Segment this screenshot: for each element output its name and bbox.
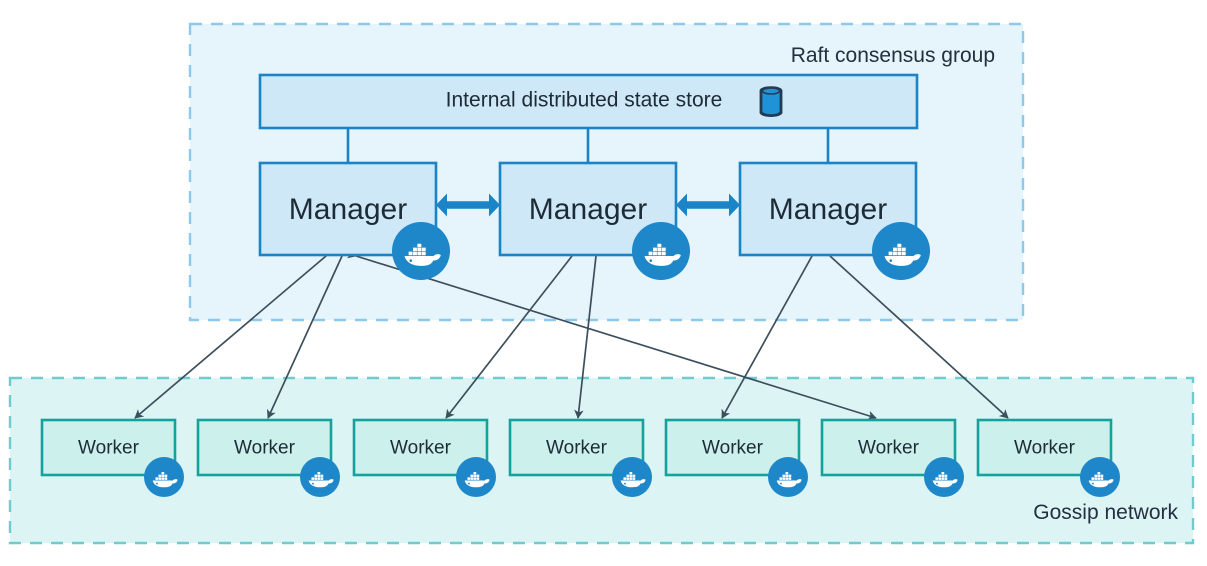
manager-worker-link (266, 246, 350, 419)
manager-node[interactable]: Manager (258, 161, 450, 280)
docker-whale-icon (456, 457, 496, 497)
worker-node[interactable]: Worker (820, 418, 964, 497)
worker-label: Worker (1014, 438, 1076, 459)
docker-whale-icon (768, 457, 808, 497)
docker-whale-icon (300, 457, 340, 497)
worker-label: Worker (390, 438, 452, 459)
worker-box[interactable] (976, 418, 1113, 477)
manager-worker-link-group (134, 246, 1009, 421)
docker-whale-icon (632, 222, 690, 280)
worker-node[interactable]: Worker (196, 418, 340, 497)
worker-node[interactable]: Worker (40, 418, 184, 497)
worker-node[interactable]: Worker (352, 418, 496, 497)
state-store-label: Internal distributed state store (446, 89, 723, 112)
manager-peer-arrow (676, 193, 740, 217)
worker-label: Worker (702, 438, 764, 459)
worker-label: Worker (546, 438, 608, 459)
manager-peer-arrow (436, 193, 500, 217)
state-store-box[interactable] (258, 73, 919, 130)
manager-peer-link-group (436, 193, 740, 217)
manager-worker-link (445, 246, 581, 419)
manager-worker-link (574, 247, 602, 419)
manager-worker-link (721, 246, 821, 419)
manager-node-group: Manager Manager Manager (258, 161, 930, 280)
worker-node[interactable]: Worker (976, 418, 1120, 497)
worker-label: Worker (78, 438, 140, 459)
worker-label: Worker (858, 438, 920, 459)
docker-whale-icon (872, 222, 930, 280)
docker-whale-icon (1080, 457, 1120, 497)
manager-label: Manager (529, 193, 647, 226)
manager-label: Manager (289, 193, 407, 226)
database-cylinder-icon (758, 85, 784, 118)
worker-label: Worker (234, 438, 296, 459)
manager-node[interactable]: Manager (498, 161, 690, 280)
docker-whale-icon (924, 457, 964, 497)
manager-worker-link (820, 247, 1009, 419)
manager-node[interactable]: Manager (738, 161, 930, 280)
docker-whale-icon (612, 457, 652, 497)
docker-whale-icon (144, 457, 184, 497)
manager-label: Manager (769, 193, 887, 226)
worker-node-group: Worker Worker Worker Worker Worker Worker Work… (40, 418, 1120, 497)
internal-state-store-node[interactable]: Internal distributed state store (258, 73, 919, 130)
worker-node[interactable]: Worker (664, 418, 808, 497)
worker-node[interactable]: Worker (508, 418, 652, 497)
state-store-connector-group (346, 128, 830, 163)
raft-group-label: Raft consensus group (791, 44, 995, 67)
docker-whale-icon (392, 222, 450, 280)
gossip-group-label: Gossip network (1033, 501, 1178, 524)
